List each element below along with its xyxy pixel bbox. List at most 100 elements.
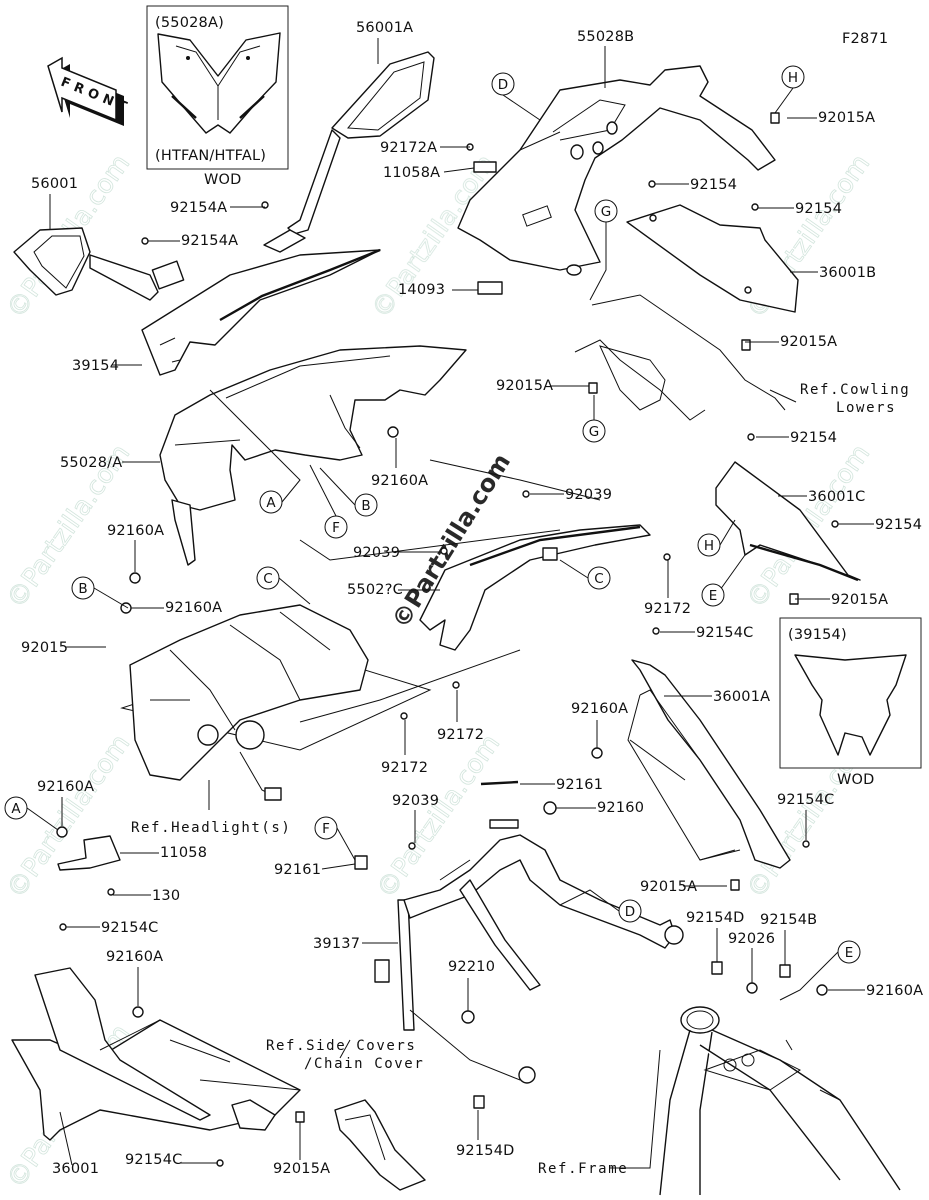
part-label-92015A[interactable]: 92015A [640, 879, 697, 895]
ref-circle-H[interactable]: H [781, 65, 805, 89]
nut-icon [543, 801, 557, 815]
part-label-55028C[interactable]: 5502?C [347, 582, 403, 598]
part-label-92154[interactable]: 92154 [690, 177, 737, 193]
part-label-92172[interactable]: 92172 [644, 601, 691, 617]
part-label-36001[interactable]: 36001 [52, 1161, 99, 1177]
part-label-55028B[interactable]: 55028B [577, 29, 634, 45]
part-label-92015A[interactable]: 92015A [818, 110, 875, 126]
part-label-39154[interactable]: 39154 [72, 358, 119, 374]
part-label-92161[interactable]: 92161 [274, 862, 321, 878]
part-label-55028-A[interactable]: 55028/A [60, 455, 122, 471]
clip-92161-icon [480, 780, 519, 786]
part-drawings [11, 51, 901, 1196]
ref-circle-A[interactable]: A [4, 796, 28, 820]
ref-side-covers-line1[interactable]: Ref.Side Covers [266, 1038, 416, 1054]
part-label-39137[interactable]: 39137 [313, 936, 360, 952]
part-label-92154A[interactable]: 92154A [181, 233, 238, 249]
front-direction-arrow: FRONT [47, 56, 133, 126]
ref-cowling-lowers-line2[interactable]: Lowers [836, 400, 896, 416]
part-label-92039[interactable]: 92039 [353, 545, 400, 561]
bracket-11058-icon [57, 835, 121, 871]
ref-circle-F[interactable]: F [324, 515, 348, 539]
part-label-92026[interactable]: 92026 [728, 931, 775, 947]
part-label-92015A[interactable]: 92015A [780, 334, 837, 350]
part-label-92154[interactable]: 92154 [875, 517, 922, 533]
ref-circle-G[interactable]: G [594, 199, 618, 223]
part-label-92154C[interactable]: 92154C [696, 625, 753, 641]
part-label-92172A[interactable]: 92172A [380, 140, 437, 156]
ref-circle-D[interactable]: D [491, 72, 515, 96]
ref-cowling-lowers-line1[interactable]: Ref.Cowling [800, 382, 910, 398]
ref-circle-letter: A [11, 801, 21, 817]
bolt-icon [473, 1095, 485, 1109]
ref-circle-C[interactable]: C [256, 566, 280, 590]
ref-headlights[interactable]: Ref.Headlight(s) [131, 820, 291, 836]
part-label-92160[interactable]: 92160 [597, 800, 644, 816]
part-label-92154C[interactable]: 92154C [125, 1152, 182, 1168]
inner-cowl-drawing [457, 65, 776, 276]
ref-circle-C[interactable]: C [587, 566, 611, 590]
part-label-56001[interactable]: 56001 [31, 176, 78, 192]
part-label-92160A[interactable]: 92160A [571, 701, 628, 717]
ref-circle-A[interactable]: A [259, 490, 283, 514]
part-label-92160A[interactable]: 92160A [866, 983, 923, 999]
leader-line [336, 827, 356, 861]
part-label-92154[interactable]: 92154 [795, 201, 842, 217]
part-label-92154D[interactable]: 92154D [686, 910, 745, 926]
upper-cowl-variant-drawing [157, 32, 281, 134]
ref-circle-E[interactable]: E [837, 940, 861, 964]
part-label-11058[interactable]: 11058 [160, 845, 207, 861]
ref-frame[interactable]: Ref.Frame [538, 1161, 628, 1177]
leader-line [321, 863, 356, 870]
screw-icon [141, 237, 149, 245]
bolt-icon [779, 964, 791, 978]
part-label-92160A[interactable]: 92160A [37, 779, 94, 795]
part-label-92154[interactable]: 92154 [790, 430, 837, 446]
part-label-92154D[interactable]: 92154D [456, 1143, 515, 1159]
reference-labels: Ref.Cowling Lowers Ref.Headlight(s) Ref.… [131, 382, 910, 1177]
part-label-92015A[interactable]: 92015A [831, 592, 888, 608]
part-label-92154C[interactable]: 92154C [101, 920, 158, 936]
part-label-36001A[interactable]: 36001A [713, 689, 770, 705]
ref-circle-H[interactable]: H [697, 533, 721, 557]
part-label-92160A[interactable]: 92160A [165, 600, 222, 616]
part-label-92210[interactable]: 92210 [448, 959, 495, 975]
ref-side-covers-line2[interactable]: /Chain Cover [304, 1056, 424, 1072]
ref-circle-B[interactable]: B [354, 493, 378, 517]
leader-line [299, 649, 521, 723]
part-label-56001A[interactable]: 56001A [356, 20, 413, 36]
part-label-92039[interactable]: 92039 [565, 487, 612, 503]
nut-icon [461, 1010, 475, 1024]
part-label-92039[interactable]: 92039 [392, 793, 439, 809]
part-label-14093[interactable]: 14093 [398, 282, 445, 298]
ref-circle-G[interactable]: G [582, 419, 606, 443]
ref-circle-letter: B [78, 581, 87, 597]
ref-circle-B[interactable]: B [71, 576, 95, 600]
clip-14093-icon [477, 281, 503, 295]
part-label-92161[interactable]: 92161 [556, 777, 603, 793]
part-label-92172[interactable]: 92172 [381, 760, 428, 776]
leader-line [719, 519, 736, 546]
part-label-92160A[interactable]: 92160A [106, 949, 163, 965]
part-label-92015A[interactable]: 92015A [496, 378, 553, 394]
part-label-11058A[interactable]: 11058A [383, 165, 440, 181]
ref-circle-D[interactable]: D [618, 899, 642, 923]
part-label-92160A[interactable]: 92160A [107, 523, 164, 539]
part-label-92172[interactable]: 92172 [437, 727, 484, 743]
part-label-92015[interactable]: 92015 [21, 640, 68, 656]
part-label-92015A[interactable]: 92015A [273, 1161, 330, 1177]
part-label-36001C[interactable]: 36001C [808, 489, 865, 505]
bolt-icon [711, 961, 723, 975]
ref-circle-E[interactable]: E [701, 583, 725, 607]
screw-icon [802, 840, 810, 848]
circled-reference-letters: D H G G A B F C H E B C A F D E [4, 65, 861, 964]
part-label-92154C[interactable]: 92154C [777, 792, 834, 808]
screw-icon [652, 627, 660, 635]
part-label-92160A[interactable]: 92160A [371, 473, 428, 489]
part-label-36001B[interactable]: 36001B [819, 265, 876, 281]
part-label-92154A[interactable]: 92154A [170, 200, 227, 216]
ref-circle-F[interactable]: F [314, 816, 338, 840]
screw-icon [400, 712, 408, 720]
part-label-92154B[interactable]: 92154B [760, 912, 817, 928]
part-label-130[interactable]: 130 [152, 888, 180, 904]
